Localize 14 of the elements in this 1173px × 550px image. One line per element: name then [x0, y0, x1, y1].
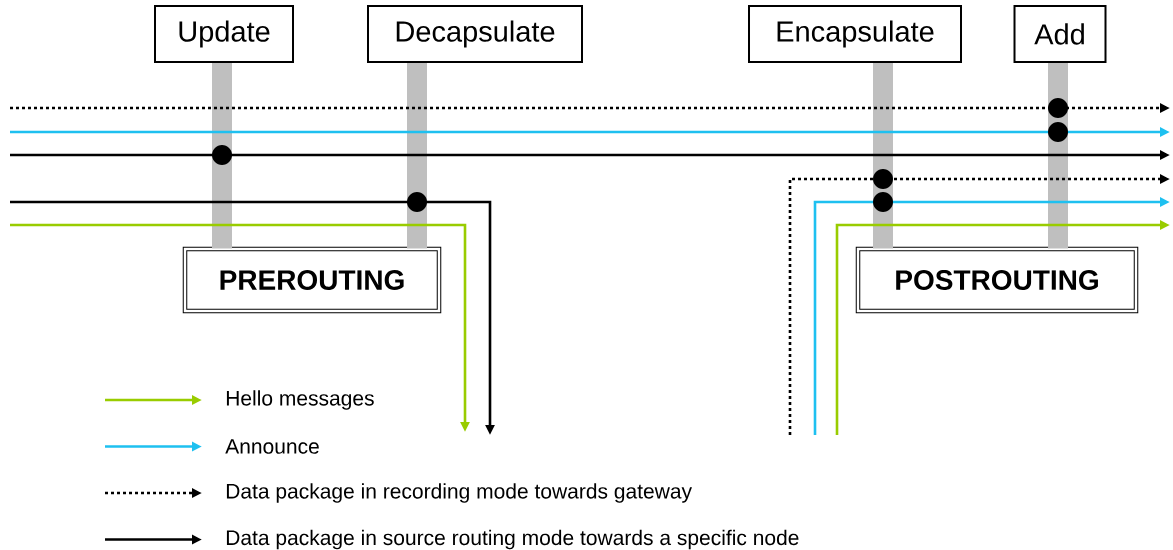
- connector-bar: [212, 63, 232, 249]
- label-box: Add: [1013, 5, 1107, 63]
- label-box: Decapsulate: [367, 5, 583, 63]
- legend-text: Data package in recording mode towards gateway: [226, 483, 692, 503]
- legend-text: Announce: [225, 439, 319, 454]
- hook-box: POSTROUTING: [855, 246, 1139, 314]
- label-box: Update: [154, 5, 294, 63]
- connector-bar: [1048, 63, 1068, 249]
- label-box: Encapsulate: [748, 5, 962, 63]
- connector-bar: [407, 63, 427, 249]
- legend-text: Data package in source routing mode towards a specific node: [226, 529, 799, 550]
- hook-box: PREROUTING: [182, 246, 442, 314]
- legend-text: Hello messages: [226, 390, 374, 410]
- connector-bar: [873, 63, 893, 249]
